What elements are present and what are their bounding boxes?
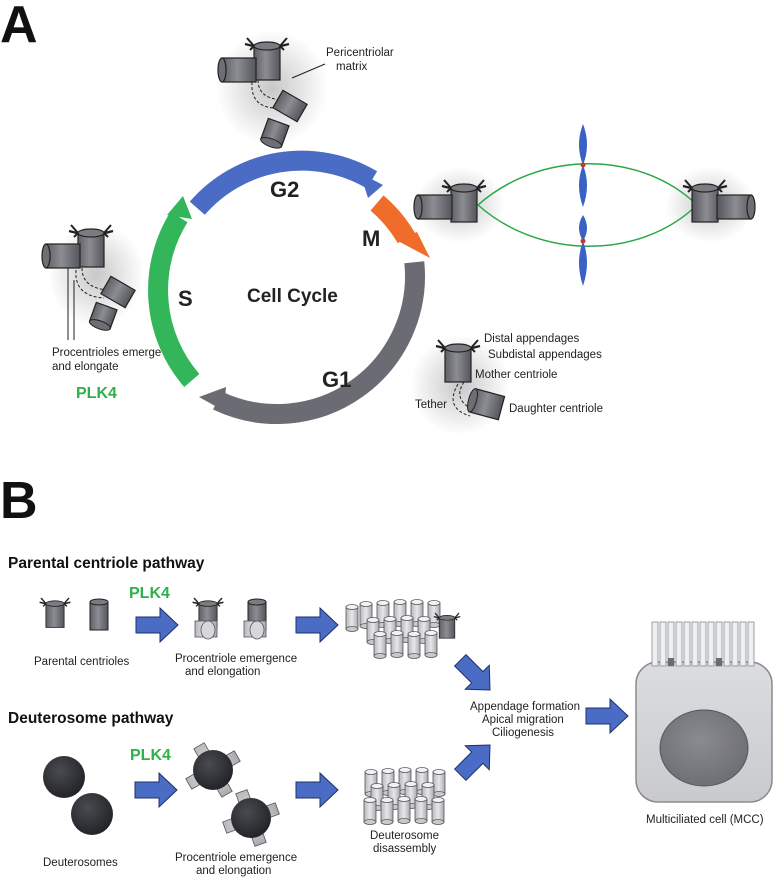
ciliogenesis-label: Ciliogenesis xyxy=(492,727,554,739)
mother-centriole-label: Mother centriole xyxy=(475,369,557,381)
arrow-to-mcc xyxy=(585,698,629,734)
cilia xyxy=(651,621,755,667)
plk4-label-deuterosome: PLK4 xyxy=(130,747,171,764)
daughter-centriole-label: Daughter centriole xyxy=(509,403,603,415)
pericentriolar-label-1: Pericentriolar xyxy=(326,47,394,59)
deuterosome-procentriole-pool xyxy=(363,767,446,825)
g1-phase-arc xyxy=(213,261,425,424)
mcc-label: Multiciliated cell (MCC) xyxy=(646,814,764,826)
plk4-label-cycle: PLK4 xyxy=(76,385,117,402)
phase-label-m: M xyxy=(362,226,380,251)
parental-procentriole-emergence xyxy=(191,597,267,640)
deuterosome-emergence-label-2: and elongation xyxy=(196,865,271,877)
plk4-label-parental: PLK4 xyxy=(129,585,170,602)
deuterosome-disassembly-label-1: Deuterosome xyxy=(370,830,439,842)
phase-label-s: S xyxy=(178,286,193,311)
arrow-deuterosome-converge xyxy=(447,732,503,788)
parental-procentriole-pool xyxy=(345,599,461,659)
distal-appendages-label: Distal appendages xyxy=(484,333,580,345)
phase-label-g1: G1 xyxy=(322,367,351,392)
cell-cycle-ring xyxy=(148,150,425,424)
subdistal-appendages-label: Subdistal appendages xyxy=(488,349,602,361)
arrow-parental-1 xyxy=(135,607,179,643)
parental-centrioles-label: Parental centrioles xyxy=(34,656,129,668)
g2-centrosome xyxy=(216,30,328,149)
panel-a-label: A xyxy=(0,0,38,54)
apical-migration-label: Apical migration xyxy=(482,714,564,726)
chromosome-lower xyxy=(579,215,587,286)
appendage-formation-label: Appendage formation xyxy=(470,701,580,713)
arrow-parental-converge xyxy=(447,647,503,703)
deuterosomes xyxy=(43,756,113,835)
chromosome-upper xyxy=(579,124,587,207)
g1-centrosome xyxy=(410,335,510,435)
pericentriolar-label-2: matrix xyxy=(336,61,368,73)
parental-pathway-title: Parental centriole pathway xyxy=(8,555,205,572)
phase-label-g2: G2 xyxy=(270,177,299,202)
s-phase-arc xyxy=(148,211,200,388)
deuterosome-emergence-label-1: Procentriole emergence xyxy=(175,852,297,864)
parental-centrioles xyxy=(38,597,109,631)
tether-label: Tether xyxy=(415,399,447,411)
deuterosome-disassembly-label-2: disassembly xyxy=(373,843,437,855)
parental-emergence-label-2: and elongation xyxy=(185,666,260,678)
s-phase-centrosome xyxy=(41,223,144,340)
s-arrowhead xyxy=(167,196,192,219)
m-phase-arc xyxy=(370,195,416,244)
panel-b-label: B xyxy=(0,472,38,530)
deuterosome-procentriole-emergence xyxy=(185,742,280,847)
arrow-deuterosome-1 xyxy=(134,772,178,808)
procentrioles-label-1: Procentrioles emerge xyxy=(52,347,161,359)
parental-emergence-label-1: Procentriole emergence xyxy=(175,653,297,665)
mitotic-spindle xyxy=(413,124,756,286)
arrow-parental-2 xyxy=(295,607,339,643)
g2-arrowhead xyxy=(360,173,383,198)
multiciliated-cell xyxy=(635,621,773,803)
deuterosomes-label: Deuterosomes xyxy=(43,857,118,869)
deuterosome-pathway-title: Deuterosome pathway xyxy=(8,710,174,727)
g1-arrowhead xyxy=(199,387,226,411)
procentrioles-label-2: and elongate xyxy=(52,361,119,373)
g2-phase-arc xyxy=(189,150,378,215)
arrow-deuterosome-2 xyxy=(295,772,339,808)
m-arrowhead xyxy=(396,232,430,258)
cell-cycle-title: Cell Cycle xyxy=(247,286,338,307)
